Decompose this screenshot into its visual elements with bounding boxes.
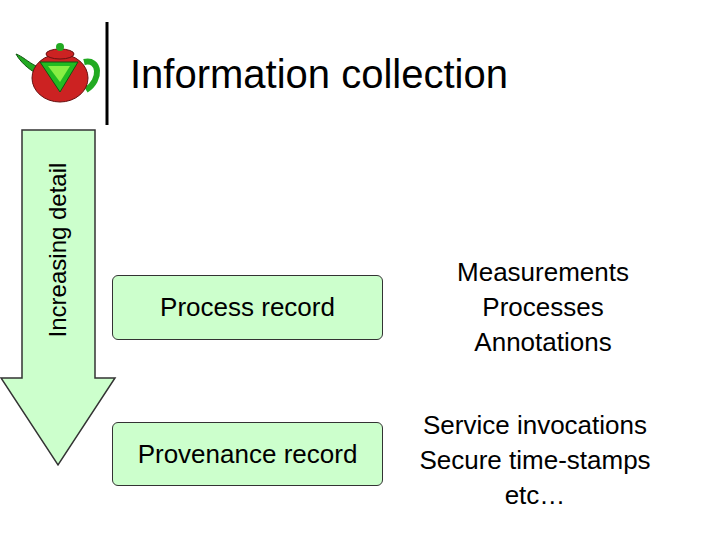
detail-item: Measurements <box>383 257 703 287</box>
divider-line <box>106 22 109 125</box>
detail-arrow: Increasing detail <box>0 128 118 470</box>
axis-label: Increasing detail <box>43 130 73 370</box>
teapot-logo <box>16 43 97 102</box>
arrow-outline <box>1 130 115 465</box>
record-box: Provenance record <box>112 422 383 486</box>
detail-item: Annotations <box>383 327 703 357</box>
detail-item: etc… <box>375 480 695 510</box>
detail-item: Service invocations <box>375 410 695 440</box>
box-label: Provenance record <box>138 439 358 470</box>
detail-item: Secure time-stamps <box>375 445 695 475</box>
slide-title: Information collection <box>130 52 508 97</box>
detail-item: Processes <box>383 292 703 322</box>
record-box: Process record <box>112 275 383 340</box>
box-label: Process record <box>160 292 335 323</box>
